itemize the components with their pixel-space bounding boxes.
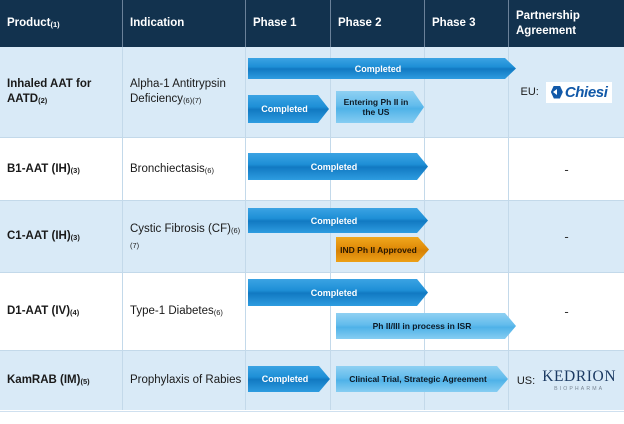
indication-name: Bronchiectasis (130, 162, 205, 175)
phase-bar-completed[interactable]: Completed (248, 58, 516, 79)
phase-bar-label: Completed (310, 161, 358, 172)
chiesi-wordmark: Chiesi (564, 83, 608, 101)
product-note: (3) (70, 233, 80, 243)
cell-partnership: EU: Chiesi (509, 47, 624, 137)
column-header-phase-2-label: Phase 2 (338, 17, 382, 30)
product-note: (3) (70, 165, 80, 175)
cell-indication: Bronchiectasis(6) (123, 138, 245, 200)
cell-product: Inhaled AAT for AATD(2) (0, 47, 122, 137)
indication-name: Prophylaxis of Rabies (130, 374, 242, 387)
table-row: D1-AAT (IV)(4) Type-1 Diabetes(6) Comple… (0, 273, 624, 350)
phase-bar-label: Clinical Trial, Strategic Agreement (349, 374, 487, 384)
column-header-indication: Indication (123, 0, 246, 47)
table-row: Inhaled AAT for AATD(2) Alpha-1 Antitryp… (0, 47, 624, 137)
cell-partnership: - (509, 138, 624, 200)
column-header-phase-1: Phase 1 (246, 0, 331, 47)
cell-indication: Prophylaxis of Rabies (123, 351, 245, 410)
product-note: (4) (70, 308, 80, 318)
indication-name: Cystic Fibrosis (CF) (130, 222, 231, 235)
product-name: C1-AAT (IH) (7, 230, 71, 243)
indication-name: Alpha-1 Antitrypsin Deficiency (130, 78, 226, 105)
indication-name: Type-1 Diabetes (130, 305, 214, 318)
table-row: C1-AAT (IH)(3) Cystic Fibrosis (CF)(6)(7… (0, 201, 624, 272)
phase-bar-completed[interactable]: Completed (248, 366, 330, 392)
cell-partnership: - (509, 273, 624, 350)
phase-bar-ph-ii-iii-in-process[interactable]: Ph II/III in process in ISR (336, 313, 516, 339)
kedrion-logo: KEDRION BIOPHARMA (542, 369, 616, 392)
column-header-indication-label: Indication (130, 17, 185, 30)
cell-indication: Alpha-1 Antitrypsin Deficiency(6)(7) (123, 47, 245, 137)
partner-empty-dash: - (564, 161, 569, 177)
product-name: KamRAB (IM) (7, 374, 81, 387)
kedrion-tagline: BIOPHARMA (554, 385, 605, 392)
phase-bar-label: Entering Ph II in the US (343, 97, 409, 117)
cell-product: B1-AAT (IH)(3) (0, 138, 122, 200)
phase-bar-label: IND Ph II Approved (340, 244, 417, 255)
cell-partnership: - (509, 201, 624, 272)
chiesi-arrow-icon (550, 85, 563, 99)
indication-note: (6)(7) (130, 225, 241, 250)
column-header-product-label: Product (7, 17, 51, 30)
phase-bar-label: Completed (261, 104, 308, 114)
pipeline-table: Product(1) Indication Phase 1 Phase 2 Ph… (0, 0, 624, 412)
phase-bar-clinical-trial-strategic-agreement[interactable]: Clinical Trial, Strategic Agreement (336, 366, 508, 392)
phase-bar-label: Ph II/III in process in ISR (372, 321, 472, 331)
cell-indication: Type-1 Diabetes(6) (123, 273, 245, 350)
indication-note: (6) (213, 308, 223, 318)
product-name: D1-AAT (IV) (7, 305, 71, 318)
phase-bar-completed[interactable]: Completed (248, 279, 428, 306)
column-header-phase-3-label: Phase 3 (432, 17, 476, 30)
column-header-phase-3: Phase 3 (425, 0, 509, 47)
cell-indication: Cystic Fibrosis (CF)(6)(7) (123, 201, 245, 272)
column-header-partnership-label: Partnership Agreement (516, 10, 580, 37)
column-header-phase-1-label: Phase 1 (253, 17, 297, 30)
partner-region-label: EU: (520, 86, 539, 98)
kedrion-wordmark: KEDRION (542, 368, 617, 386)
chiesi-logo: Chiesi (545, 81, 613, 103)
product-note: (5) (80, 377, 90, 387)
cell-product: C1-AAT (IH)(3) (0, 201, 122, 272)
partner-empty-dash: - (564, 229, 569, 244)
product-name: Inhaled AAT for AATD (7, 78, 92, 105)
column-header-partnership-agreement: Partnership Agreement (509, 0, 624, 47)
partner-empty-dash: - (564, 304, 569, 319)
product-name: B1-AAT (IH) (7, 162, 71, 175)
phase-bar-label: Completed (261, 374, 309, 384)
table-row: KamRAB (IM)(5) Prophylaxis of Rabies Com… (0, 351, 624, 410)
phase-bar-label: Completed (310, 215, 358, 226)
cell-partnership: US: KEDRION BIOPHARMA (509, 351, 624, 410)
indication-note: (6) (204, 165, 214, 175)
column-header-phase-2: Phase 2 (331, 0, 425, 47)
phase-bar-completed[interactable]: Completed (248, 208, 428, 233)
table-header-row: Product(1) Indication Phase 1 Phase 2 Ph… (0, 0, 624, 47)
indication-note: (6)(7) (183, 96, 202, 105)
column-header-product: Product(1) (0, 0, 123, 47)
phase-bar-completed[interactable]: Completed (248, 153, 428, 180)
phase-bar-ind-ph-ii-approved[interactable]: IND Ph II Approved (336, 237, 429, 262)
phase-bar-label: Completed (310, 287, 358, 298)
table-row: B1-AAT (IH)(3) Bronchiectasis(6) Complet… (0, 138, 624, 200)
product-note: (2) (38, 96, 48, 105)
column-header-product-note: (1) (50, 20, 60, 30)
cell-product: KamRAB (IM)(5) (0, 351, 122, 410)
phase-bar-label: Completed (354, 63, 402, 74)
partner-region-label: US: (516, 374, 536, 387)
phase-bar-entering-ph-ii[interactable]: Entering Ph II in the US (336, 91, 424, 123)
phase-bar-completed[interactable]: Completed (248, 95, 329, 123)
cell-product: D1-AAT (IV)(4) (0, 273, 122, 350)
